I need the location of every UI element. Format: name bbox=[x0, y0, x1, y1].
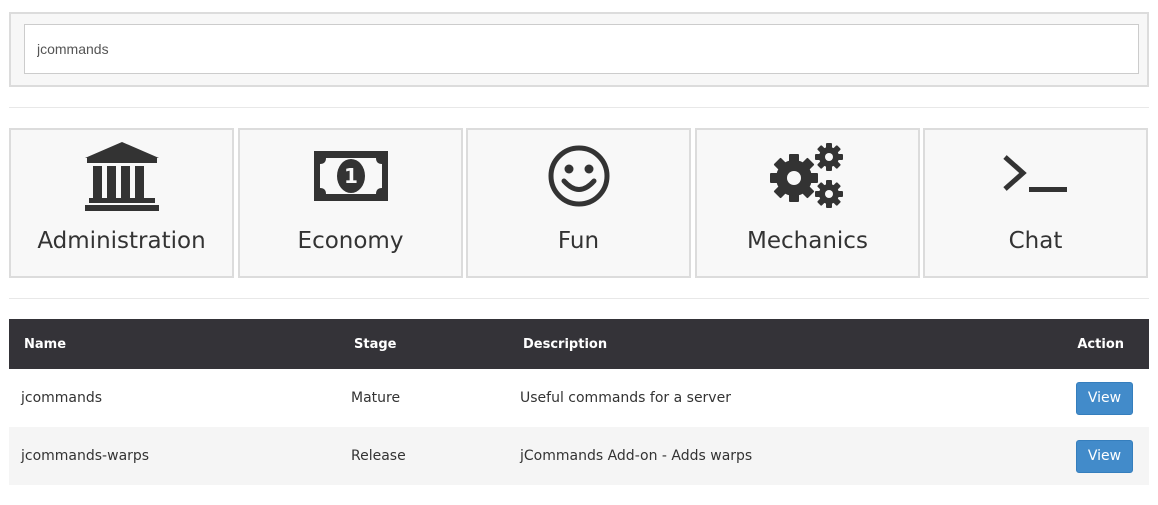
gears-icon bbox=[697, 140, 918, 212]
column-header-action: Action bbox=[1029, 319, 1149, 369]
category-label: Mechanics bbox=[747, 228, 868, 254]
bank-icon bbox=[11, 140, 232, 212]
row-description: Useful commands for a server bbox=[509, 369, 1029, 427]
table-header-row: Name Stage Description Action bbox=[9, 319, 1149, 369]
column-header-stage[interactable]: Stage bbox=[339, 319, 509, 369]
divider bbox=[9, 298, 1149, 299]
row-action: View bbox=[1029, 427, 1149, 485]
view-button[interactable]: View bbox=[1076, 381, 1133, 415]
table-row: jcommands Mature Useful commands for a s… bbox=[9, 369, 1149, 427]
view-button[interactable]: View bbox=[1076, 439, 1133, 473]
row-name: jcommands-warps bbox=[9, 427, 339, 485]
category-label: Economy bbox=[297, 228, 404, 254]
search-panel bbox=[9, 12, 1149, 87]
category-tile-mechanics[interactable]: Mechanics bbox=[695, 128, 920, 278]
category-tiles: Administration 1 Economy Fun bbox=[9, 128, 1149, 278]
terminal-icon bbox=[925, 140, 1146, 212]
category-label: Chat bbox=[1008, 228, 1063, 254]
category-tile-fun[interactable]: Fun bbox=[466, 128, 691, 278]
svg-text:1: 1 bbox=[344, 164, 358, 188]
category-tile-administration[interactable]: Administration bbox=[9, 128, 234, 278]
divider bbox=[9, 107, 1149, 108]
row-stage: Mature bbox=[339, 369, 509, 427]
column-header-name[interactable]: Name bbox=[9, 319, 339, 369]
row-description: jCommands Add-on - Adds warps bbox=[509, 427, 1029, 485]
results-table: Name Stage Description Action jcommands … bbox=[9, 319, 1149, 485]
search-input[interactable] bbox=[24, 24, 1139, 74]
category-label: Fun bbox=[557, 228, 600, 254]
row-stage: Release bbox=[339, 427, 509, 485]
category-tile-chat[interactable]: Chat bbox=[923, 128, 1148, 278]
column-header-description[interactable]: Description bbox=[509, 319, 1029, 369]
smiley-icon bbox=[468, 140, 689, 212]
row-action: View bbox=[1029, 369, 1149, 427]
category-label: Administration bbox=[37, 228, 206, 254]
money-icon: 1 bbox=[240, 140, 461, 212]
category-tile-economy[interactable]: 1 Economy bbox=[238, 128, 463, 278]
table-row: jcommands-warps Release jCommands Add-on… bbox=[9, 427, 1149, 485]
row-name: jcommands bbox=[9, 369, 339, 427]
